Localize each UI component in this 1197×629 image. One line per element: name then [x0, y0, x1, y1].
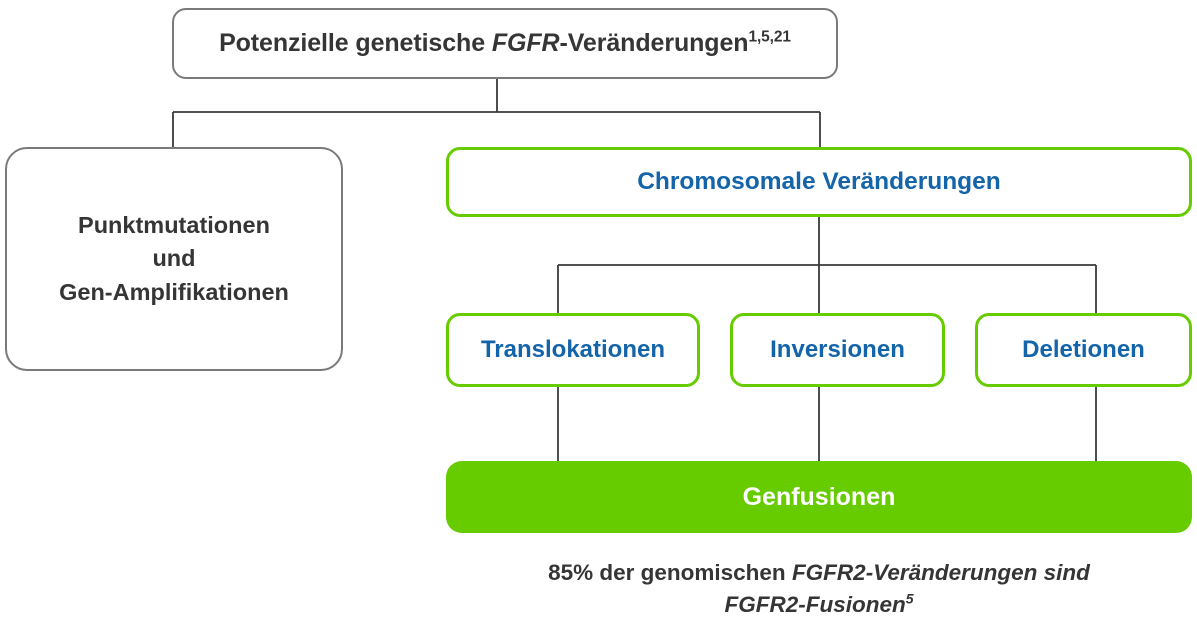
caption-line2-italic: FGFR2-Fusionen — [724, 591, 906, 617]
box-point-mutations-line1: Punktmutationen — [78, 211, 270, 238]
box-chromosomal-label: Chromosomale Veränderungen — [637, 168, 1001, 195]
box-inversions-label: Inversionen — [770, 336, 905, 363]
caption-line-1: 85% der genomischen FGFR2-Veränderungen … — [548, 560, 1090, 585]
box-point-mutations-and-gene-amplifications: Punktmutationen und Gen-Amplifikationen — [5, 147, 343, 371]
box-potential-genetic-alterations: Potenzielle genetische FGFR-Veränderunge… — [172, 8, 838, 79]
box-inversions: Inversionen — [730, 313, 945, 387]
caption-text: 85% der genomischen FGFR2-Veränderungen … — [446, 557, 1192, 621]
box-top-text-before: Potenzielle genetische — [219, 29, 492, 57]
box-top-gene-name: FGFR — [491, 29, 560, 57]
box-gene-fusions-label: Genfusionen — [742, 482, 896, 511]
box-top-superscript: 1,5,21 — [748, 28, 791, 46]
caption-line1-italic: FGFR2-Veränderungen sind — [791, 560, 1090, 585]
box-gene-fusions: Genfusionen — [446, 461, 1192, 533]
box-deletions: Deletionen — [975, 313, 1192, 387]
box-point-mutations-line2: und — [152, 245, 196, 272]
box-top-text-after: -Veränderungen — [559, 29, 749, 57]
box-top-label: Potenzielle genetische FGFR-Veränderunge… — [219, 29, 791, 58]
box-chromosomal-alterations: Chromosomale Veränderungen — [446, 147, 1192, 217]
caption-line1-plain: 85% der genomischen — [548, 560, 792, 585]
box-translocations: Translokationen — [446, 313, 700, 387]
box-point-mutations-line3: Gen-Amplifikationen — [59, 278, 289, 305]
caption-superscript: 5 — [905, 590, 914, 607]
box-deletions-label: Deletionen — [1022, 336, 1145, 363]
box-translocations-label: Translokationen — [480, 336, 666, 363]
caption-line-2: FGFR2-Fusionen5 — [724, 590, 914, 617]
box-point-mutations-label: Punktmutationen und Gen-Amplifikationen — [59, 209, 289, 309]
